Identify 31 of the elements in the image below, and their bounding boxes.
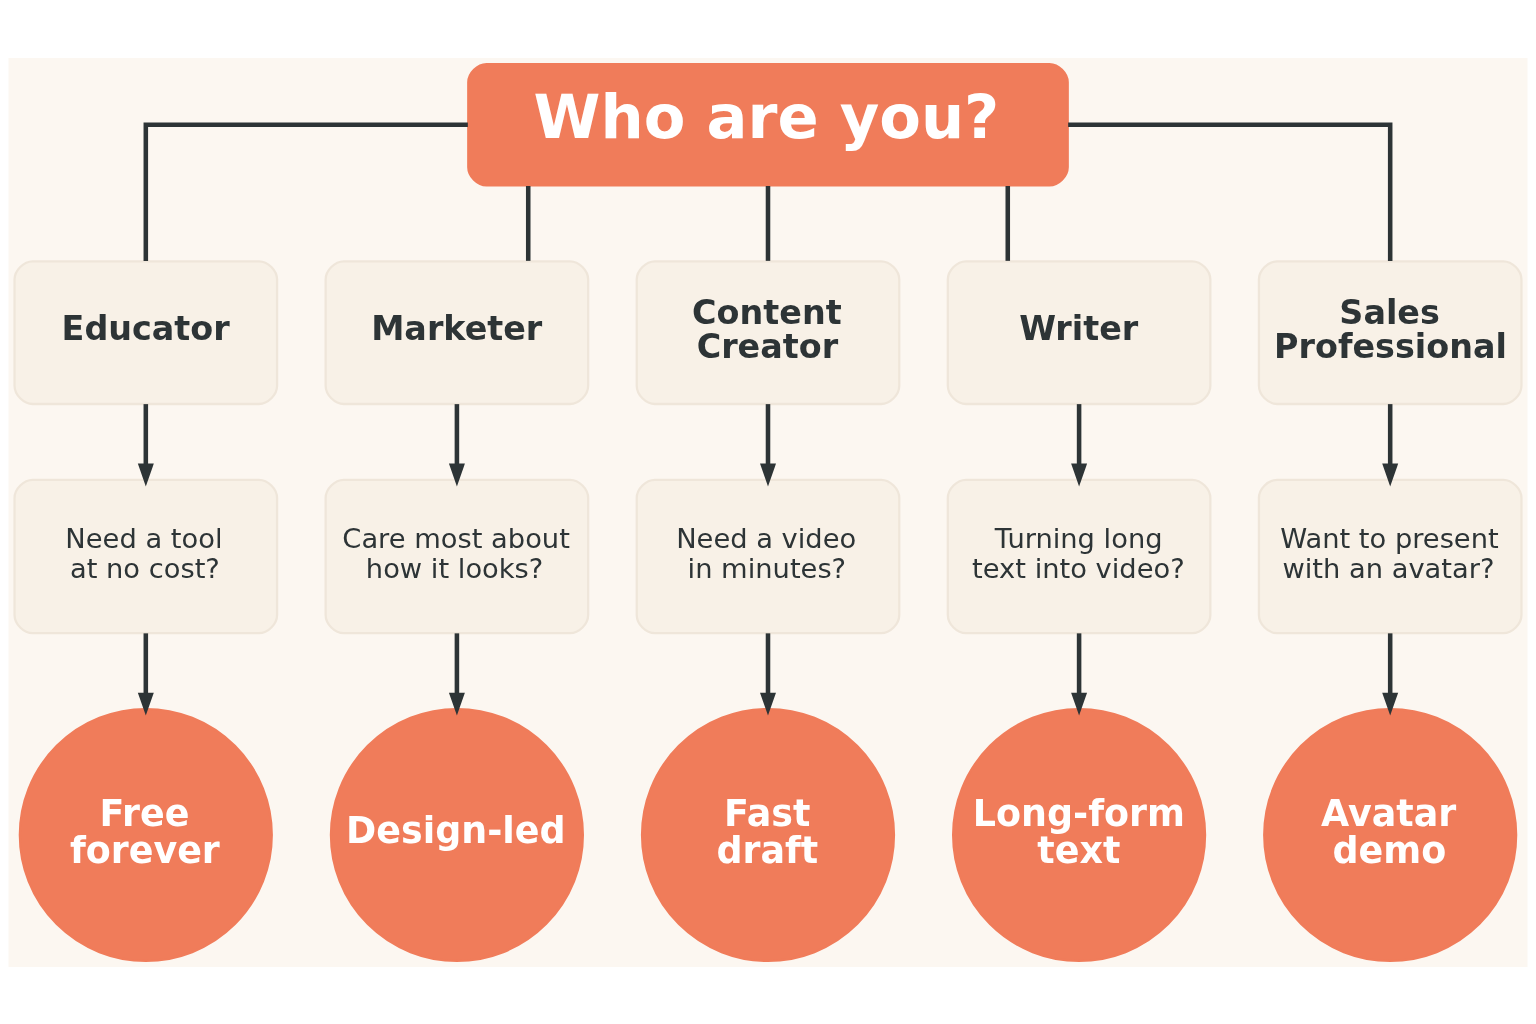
node-box: Sales Professional xyxy=(1257,259,1523,405)
node-box: Writer xyxy=(946,259,1212,405)
connector xyxy=(143,122,468,261)
arrow xyxy=(137,632,154,716)
connector xyxy=(1005,185,1011,261)
node-circle: Free forever xyxy=(18,707,273,962)
connector xyxy=(525,185,531,261)
node-circle: Long-form text xyxy=(952,707,1207,962)
arrow xyxy=(1382,403,1399,486)
node-box: Want to present with an avatar? xyxy=(1257,478,1523,634)
arrow xyxy=(1382,632,1399,716)
node-box: Marketer xyxy=(324,259,590,405)
arrow xyxy=(760,403,776,486)
arrow xyxy=(448,632,465,716)
node-circle: Fast draft xyxy=(640,707,896,962)
arrow xyxy=(448,403,465,486)
node-box: Turning long text into video? xyxy=(946,478,1212,634)
node-circle: Avatar demo xyxy=(1263,707,1518,962)
arrow xyxy=(137,403,154,486)
connector xyxy=(765,185,771,261)
node-box: Content Creator xyxy=(635,259,901,405)
arrow xyxy=(1071,403,1088,486)
node-box: Need a tool at no cost? xyxy=(13,478,279,634)
node-box: Care most about how it looks? xyxy=(324,478,590,634)
node-box: Who are you? xyxy=(467,62,1069,187)
node-box: Educator xyxy=(13,259,279,405)
connector xyxy=(1068,122,1393,261)
node-circle: Design-led xyxy=(329,707,584,962)
node-box: Need a video in minutes? xyxy=(635,478,901,634)
arrow xyxy=(760,632,776,716)
arrow xyxy=(1071,632,1088,716)
